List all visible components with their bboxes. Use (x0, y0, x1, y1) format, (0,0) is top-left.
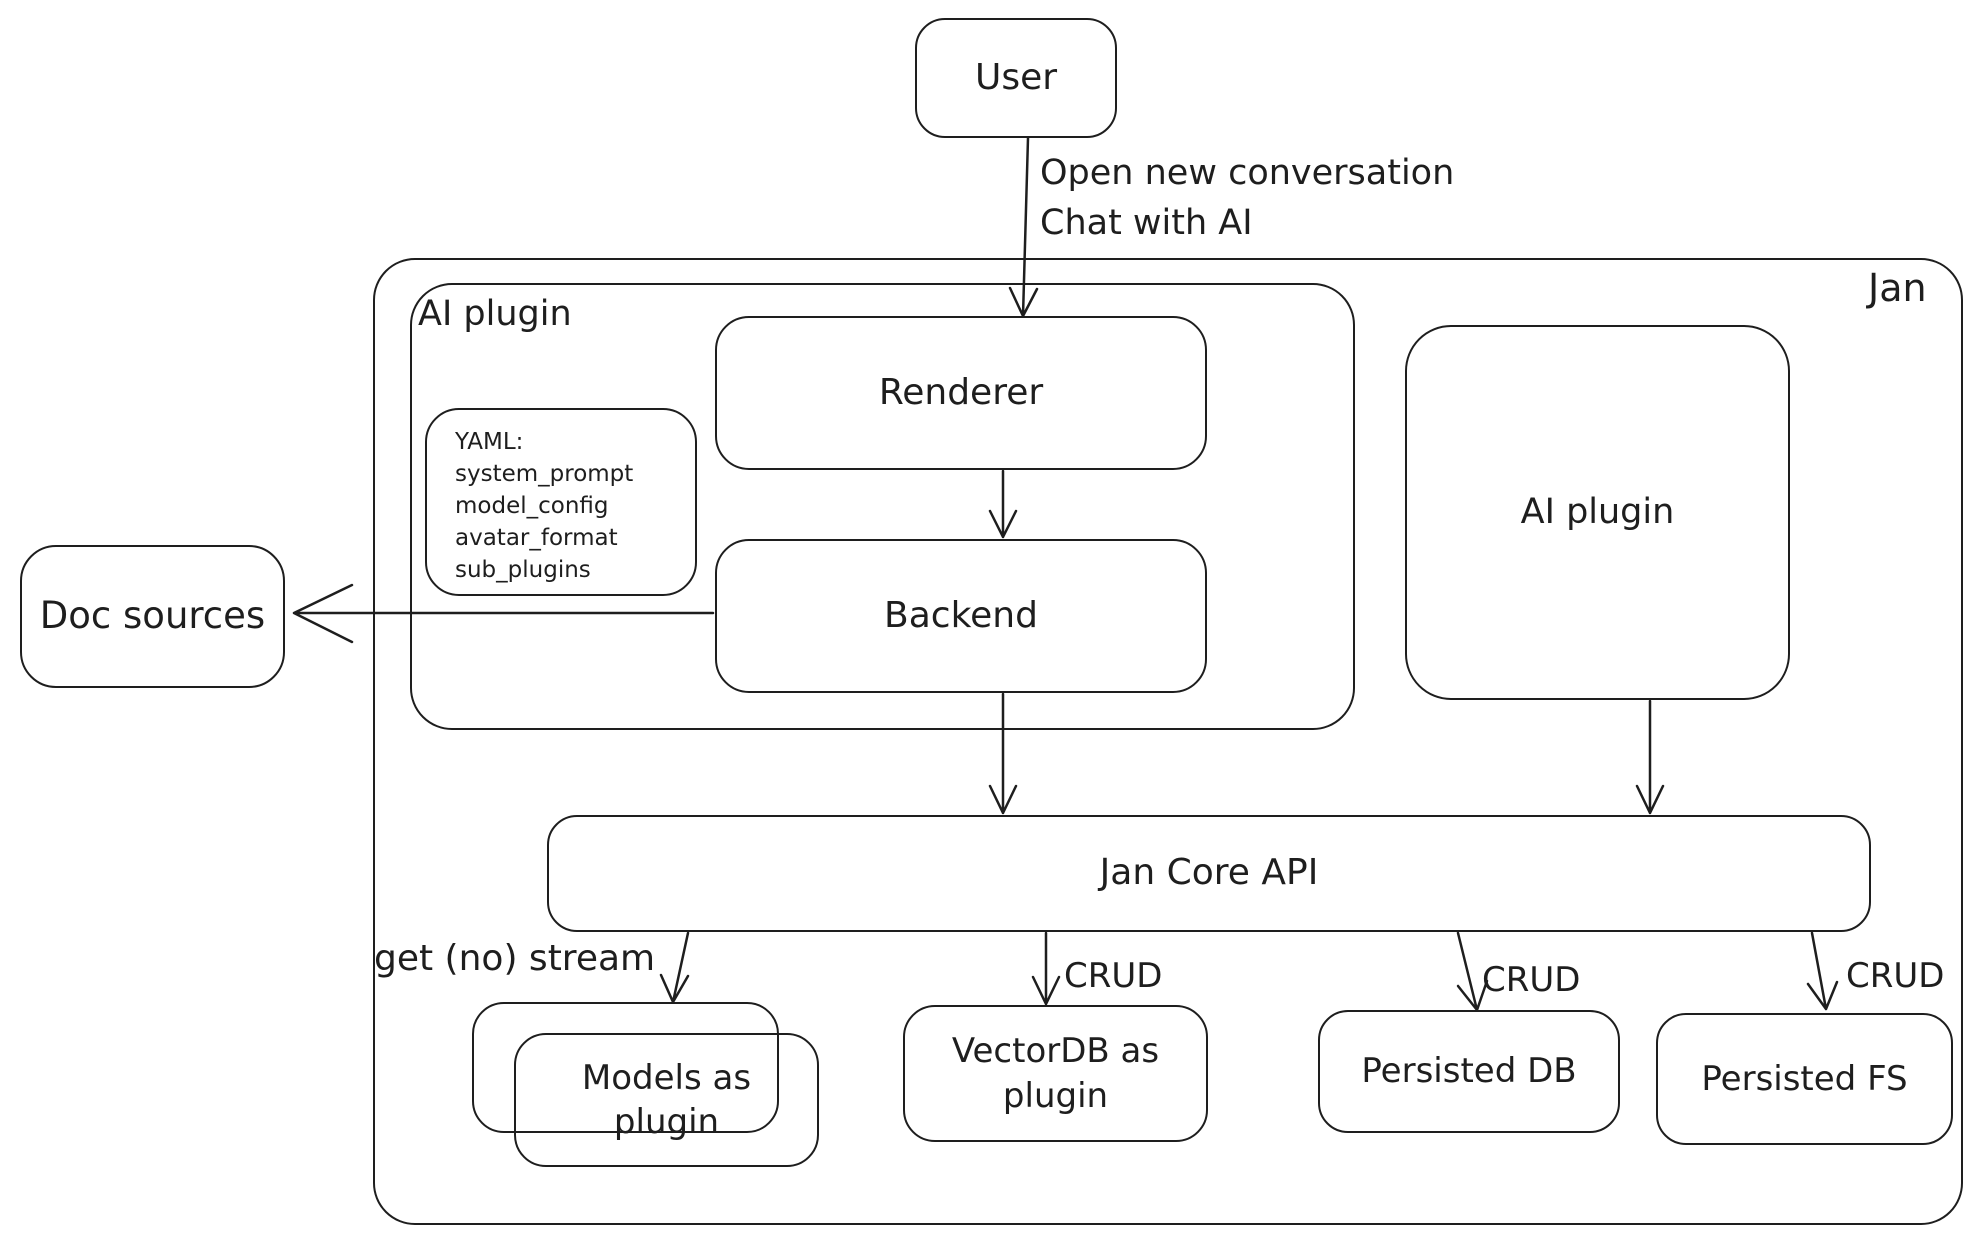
edge-label-open-new-conversation: Open new conversation (1040, 153, 1455, 193)
renderer-node-label: Renderer (878, 371, 1044, 413)
ai-plugin-node-label: AI plugin (1520, 491, 1675, 532)
renderer-node: Renderer (715, 316, 1207, 470)
edge-label-chat-with-ai: Chat with AI (1040, 203, 1253, 243)
edge-label-crud-vectordb: CRUD (1064, 956, 1163, 996)
models-as-plugin-back-box (472, 1002, 779, 1133)
vectordb-as-plugin-node: VectorDB as plugin (903, 1005, 1208, 1142)
edge-label-crud-persisted-db: CRUD (1482, 960, 1581, 1000)
doc-sources-node: Doc sources (20, 545, 285, 688)
yaml-note-line: system_prompt (455, 461, 634, 487)
edge-label-crud-persisted-fs: CRUD (1846, 956, 1945, 996)
user-node-label: User (974, 56, 1058, 98)
vectordb-as-plugin-node-label: VectorDB as plugin (951, 1031, 1160, 1116)
yaml-note-line: avatar_format (455, 525, 618, 551)
persisted-fs-node: Persisted FS (1656, 1013, 1953, 1145)
edge-label-get-no-stream: get (no) stream (374, 938, 656, 979)
models-as-plugin-node: Models as plugin (514, 1033, 819, 1167)
yaml-note: YAML: system_prompt model_config avatar_… (425, 408, 697, 596)
jan-core-api-node-label: Jan Core API (1099, 852, 1319, 894)
persisted-db-node-label: Persisted DB (1361, 1051, 1577, 1092)
backend-node: Backend (715, 539, 1207, 693)
backend-node-label: Backend (884, 594, 1038, 636)
doc-sources-node-label: Doc sources (39, 594, 266, 638)
jan-core-api-node: Jan Core API (547, 815, 1871, 932)
persisted-fs-node-label: Persisted FS (1701, 1058, 1908, 1099)
yaml-note-line: YAML: (455, 429, 524, 455)
user-node: User (915, 18, 1117, 138)
ai-plugin-node: AI plugin (1405, 325, 1790, 700)
yaml-note-line: model_config (455, 493, 609, 519)
models-as-plugin-node-label: Models as plugin (581, 1057, 752, 1142)
yaml-note-line: sub_plugins (455, 557, 591, 583)
persisted-db-node: Persisted DB (1318, 1010, 1620, 1133)
jan-container-label: Jan (1868, 266, 1927, 310)
ai-plugin-container-label: AI plugin (418, 294, 572, 334)
